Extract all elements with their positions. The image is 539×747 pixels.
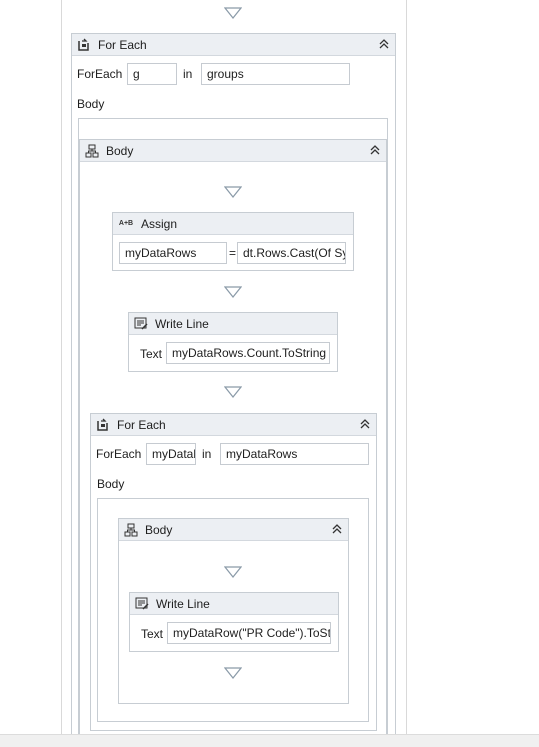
body-sequence-title: Body [106, 143, 134, 158]
foreach-icon [76, 37, 92, 53]
collapse-icon[interactable] [330, 522, 344, 536]
write-line-text-label: Text [141, 627, 164, 641]
inner-foreach-in-label: in [202, 447, 212, 461]
assign-header[interactable]: A+B Assign [113, 213, 353, 235]
outer-foreach-item-input[interactable]: g [127, 63, 177, 85]
outer-foreach-in-label: in [183, 67, 193, 81]
write-line-title: Write Line [155, 316, 209, 331]
inner-body-sequence-header[interactable]: Body [119, 519, 348, 541]
assign-title: Assign [141, 216, 178, 231]
write-line-icon [134, 596, 150, 612]
write-line-text-label: Text [140, 347, 163, 361]
write-line-text-input[interactable]: myDataRows.Count.ToString [166, 342, 330, 364]
drop-arrow-icon[interactable] [224, 667, 242, 679]
inner-foreach-body-label: Body [97, 477, 125, 491]
outer-foreach-title: For Each [98, 37, 147, 52]
inner-foreach-item-input[interactable]: myDatal [146, 443, 196, 465]
sequence-icon [84, 143, 100, 159]
write-line-title: Write Line [156, 596, 210, 611]
assign-value-input[interactable]: dt.Rows.Cast(Of Sy [237, 242, 346, 264]
drop-arrow-icon[interactable] [224, 7, 242, 19]
inner-body-sequence-title: Body [145, 522, 173, 537]
write-line-header[interactable]: Write Line [130, 593, 338, 615]
assign-icon: A+B [118, 220, 134, 227]
collapse-icon[interactable] [377, 37, 391, 51]
inner-foreach-header[interactable]: For Each [91, 414, 376, 436]
assign-equals-label: = [229, 246, 237, 260]
assign-to-input[interactable]: myDataRows [119, 242, 227, 264]
outer-foreach-header[interactable]: For Each [72, 34, 395, 56]
sequence-icon [123, 522, 139, 538]
drop-arrow-icon[interactable] [224, 386, 242, 398]
collapse-icon[interactable] [368, 143, 382, 157]
outer-foreach-collection-input[interactable]: groups [201, 63, 350, 85]
horizontal-scrollbar[interactable] [0, 734, 539, 747]
write-line-icon [133, 316, 149, 332]
outer-foreach-label: ForEach [77, 67, 123, 81]
inner-foreach-label: ForEach [96, 447, 142, 461]
canvas-guide-left [61, 0, 62, 734]
drop-arrow-icon[interactable] [224, 186, 242, 198]
drop-arrow-icon[interactable] [224, 286, 242, 298]
body-sequence-header[interactable]: Body [80, 140, 386, 162]
inner-foreach-title: For Each [117, 417, 166, 432]
inner-foreach-collection-input[interactable]: myDataRows [220, 443, 369, 465]
outer-foreach-body-label: Body [77, 97, 105, 111]
collapse-icon[interactable] [358, 417, 372, 431]
drop-arrow-icon[interactable] [224, 566, 242, 578]
write-line-header[interactable]: Write Line [129, 313, 337, 335]
canvas-guide-right [406, 0, 407, 734]
foreach-icon [95, 417, 111, 433]
write-line-text-input[interactable]: myDataRow("PR Code").ToSt [167, 622, 331, 644]
